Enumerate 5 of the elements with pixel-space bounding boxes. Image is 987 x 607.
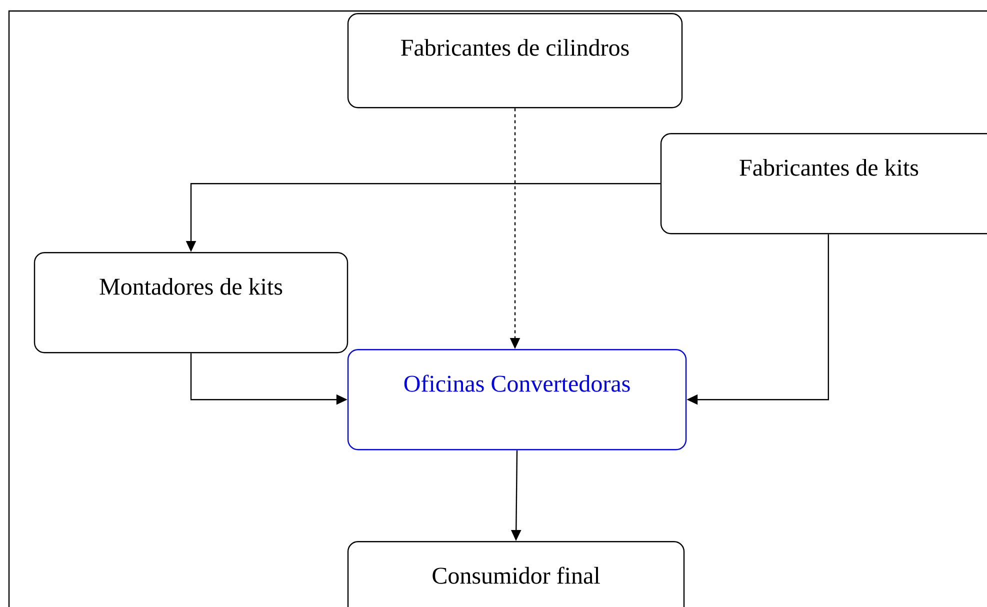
highlighted-box: Oficinas Convertedoras [347, 349, 687, 450]
process-box: Fabricantes de kits [660, 133, 987, 234]
process-box: Consumidor final [347, 541, 685, 607]
process-box: Fabricantes de cilindros [347, 13, 683, 108]
process-box: Montadores de kits [34, 252, 348, 354]
